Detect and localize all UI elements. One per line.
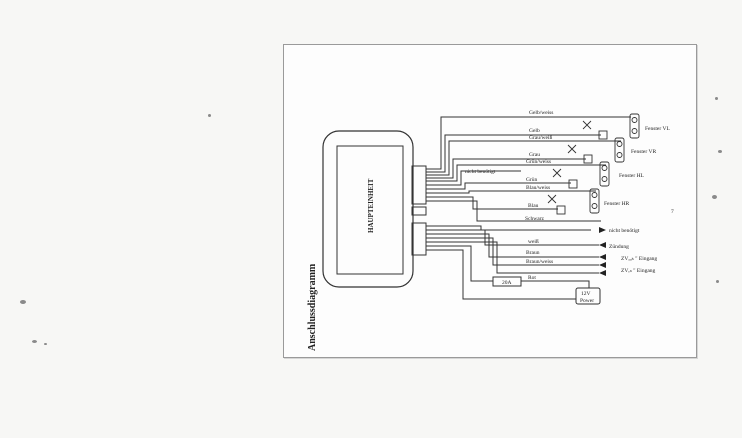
page-mark: 7 (671, 209, 674, 215)
connector-block-mid (411, 206, 427, 216)
motor-label: Fenster HL (619, 173, 645, 179)
wire-label: Grün/weiss (526, 159, 551, 165)
wire-label: Braun/weiss (526, 259, 553, 265)
output-arrows (599, 227, 606, 276)
wire-label: nicht benötigt (465, 169, 496, 175)
scan-speck (44, 343, 47, 345)
cut-marks (547, 120, 592, 204)
power-source (575, 287, 601, 305)
output-label: ZVₐᵤₕ " Eingang (621, 256, 657, 262)
wire-label: Schwarz (525, 216, 544, 222)
main-unit-panel (336, 145, 404, 275)
power-label: Power (580, 298, 594, 304)
wire-label: Grau/weiß (529, 134, 552, 141)
wire-label: weiß (528, 238, 539, 245)
motor-connectors (589, 113, 640, 214)
wire-label: Gelb/weiss (529, 110, 553, 116)
wire-label: Blau/weiss (526, 185, 550, 191)
scan-speck (208, 114, 211, 117)
control-wires (426, 225, 599, 300)
window-wires (426, 116, 631, 222)
wire-label: Rot (528, 275, 536, 281)
main-unit-label: HAUPTEINHEIT (367, 178, 375, 233)
scan-speck (718, 150, 722, 153)
output-label: nicht benötigt (609, 228, 640, 234)
wire-label: Blau (528, 203, 539, 209)
wiring-diagram: Anschlussdiagramm HAUPTEINHEIT Gelb/weis… (307, 110, 674, 351)
scan-speck (20, 300, 26, 304)
scan-speck (32, 340, 37, 343)
output-label: ZVₑₙ " Eingang (621, 268, 656, 274)
diode-symbols (556, 130, 608, 215)
main-unit-outline (322, 130, 414, 288)
motor-label: Fenster VL (645, 126, 670, 132)
scan-speck (712, 195, 717, 199)
motor-label: Fenster HR (604, 201, 630, 207)
connector-block-upper (411, 165, 427, 205)
wire-label: Grau (529, 152, 540, 158)
connector-block-lower (411, 222, 427, 256)
output-label: Zündung (609, 244, 629, 250)
power-voltage: 12V (581, 291, 591, 297)
scan-speck (715, 97, 718, 100)
fuse-label: 20A (502, 280, 512, 286)
wire-label: Gelb (529, 128, 540, 134)
manual-page: Anschlussdiagramm HAUPTEINHEIT Gelb/weis… (283, 44, 697, 358)
motor-label: Fenster VR (631, 149, 656, 155)
wire-label: Braun (526, 250, 540, 256)
diagram-title: Anschlussdiagramm (307, 263, 318, 351)
wire-label: Grün (526, 177, 538, 183)
scan-speck (716, 280, 719, 283)
fuse (492, 276, 522, 287)
